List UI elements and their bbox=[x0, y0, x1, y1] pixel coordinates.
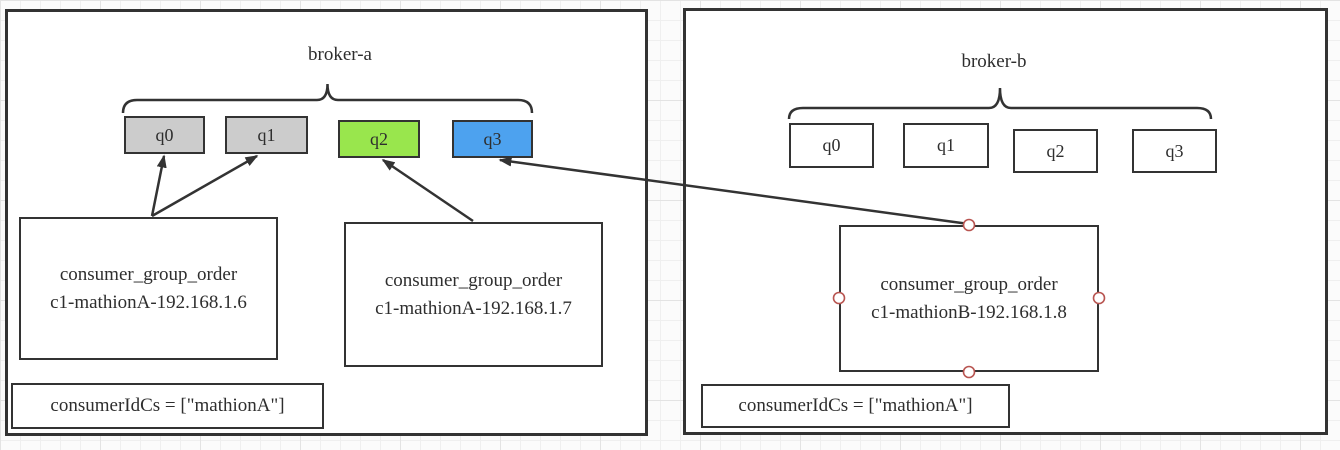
consumer-line2: c1-mathionA-192.168.1.7 bbox=[375, 297, 572, 319]
consumer-line2: c1-mathionA-192.168.1.6 bbox=[50, 291, 247, 313]
brace-broker-b[interactable] bbox=[787, 87, 1213, 120]
arrow-consumer6-to-q1[interactable] bbox=[151, 154, 259, 218]
consumer-line1: consumer_group_order bbox=[880, 273, 1058, 295]
queue-label: q0 bbox=[822, 135, 841, 155]
broker-a-queue-q1[interactable]: q1 bbox=[225, 116, 308, 154]
arrow-consumer6-to-q0[interactable] bbox=[150, 154, 167, 217]
queue-label: q3 bbox=[1165, 140, 1184, 161]
queue-label: q2 bbox=[370, 128, 388, 149]
consumer-line1: consumer_group_order bbox=[384, 269, 563, 291]
broker-a-queue-q3[interactable]: q3 bbox=[452, 120, 533, 158]
arrow-consumer7-to-q2[interactable] bbox=[381, 158, 474, 223]
broker-b-config-box[interactable]: consumerIdCs = ["mathionA"] bbox=[701, 384, 1010, 428]
broker-b-queue-q1[interactable]: q1 bbox=[903, 123, 989, 168]
connection-handle-left[interactable] bbox=[832, 291, 846, 305]
broker-a-title: broker-a bbox=[308, 44, 372, 65]
consumer-box-192-168-1-8[interactable]: consumer_group_order c1-mathionB-192.168… bbox=[839, 225, 1099, 372]
queue-label: q1 bbox=[937, 135, 955, 155]
broker-a-config-box[interactable]: consumerIdCs = ["mathionA"] bbox=[11, 383, 324, 429]
arrow-consumer8-to-q3[interactable] bbox=[498, 156, 970, 226]
broker-a-queue-q2[interactable]: q2 bbox=[338, 120, 420, 158]
connection-handle-right[interactable] bbox=[1092, 291, 1106, 305]
broker-a-queue-q0[interactable]: q0 bbox=[124, 116, 205, 154]
consumer-line1: consumer_group_order bbox=[59, 263, 238, 285]
broker-b-queue-q0[interactable]: q0 bbox=[789, 123, 874, 168]
queue-label: q2 bbox=[1046, 140, 1065, 161]
broker-b-title: broker-b bbox=[961, 51, 1027, 72]
config-label: consumerIdCs = ["mathionA"] bbox=[738, 395, 973, 416]
connection-handle-bottom[interactable] bbox=[962, 365, 976, 379]
queue-label: q0 bbox=[155, 124, 174, 145]
broker-b-queue-q2[interactable]: q2 bbox=[1013, 129, 1098, 173]
consumer-box-192-168-1-6[interactable]: consumer_group_order c1-mathionA-192.168… bbox=[19, 217, 278, 360]
consumer-box-192-168-1-7[interactable]: consumer_group_order c1-mathionA-192.168… bbox=[344, 222, 603, 367]
consumer-line2: c1-mathionB-192.168.1.8 bbox=[871, 301, 1067, 323]
queue-label: q3 bbox=[483, 128, 502, 149]
broker-b-queue-q3[interactable]: q3 bbox=[1132, 129, 1217, 173]
config-label: consumerIdCs = ["mathionA"] bbox=[50, 395, 285, 416]
connection-handle-top[interactable] bbox=[962, 218, 976, 232]
brace-broker-a[interactable] bbox=[121, 83, 534, 114]
queue-label: q1 bbox=[257, 124, 276, 145]
